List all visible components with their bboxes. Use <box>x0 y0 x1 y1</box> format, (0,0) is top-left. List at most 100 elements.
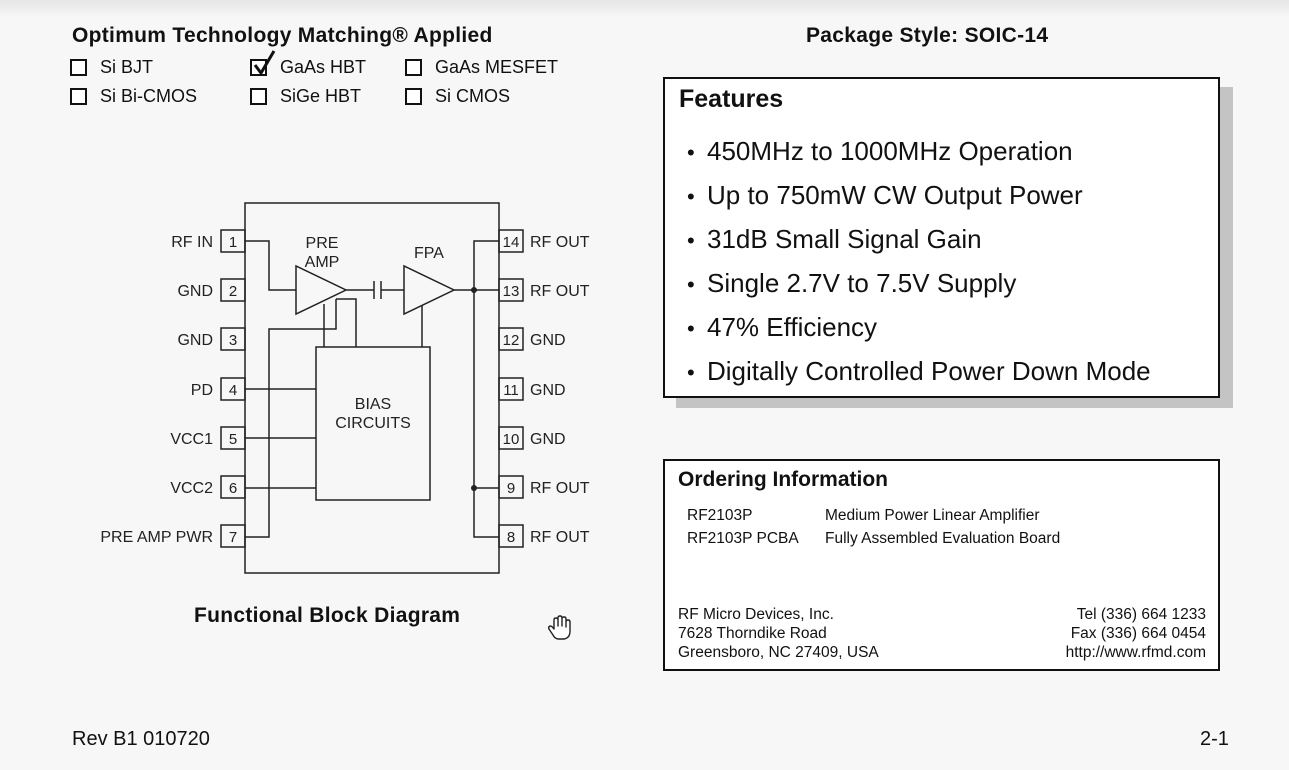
bias-label-line-2: CIRCUITS <box>335 415 411 432</box>
pin-name-6: VCC2 <box>170 480 213 497</box>
bias-circuits-block <box>315 346 431 501</box>
part-description: Fully Assembled Evaluation Board <box>825 530 1061 547</box>
pin-box-8 <box>498 524 524 548</box>
checkbox-box[interactable] <box>70 59 87 76</box>
pin-box-6 <box>220 475 246 499</box>
pin-box-7 <box>220 524 246 548</box>
revision-label: Rev B1 010720 <box>72 728 210 750</box>
rf-in-wire <box>245 240 296 291</box>
preamp-label-line-1: PRE <box>306 235 339 252</box>
functional-block-diagram: 1 2 3 4 5 6 7 14 13 12 11 10 9 8 RF IN G… <box>100 202 590 574</box>
feature-text: Single 2.7V to 7.5V Supply <box>707 268 1017 298</box>
pin-name-3: GND <box>177 332 213 349</box>
pin-name-7: PRE AMP PWR <box>100 529 213 546</box>
page-number: 2-1 <box>1200 728 1229 750</box>
city-address: Greensboro, NC 27409, USA <box>678 644 879 661</box>
feature-item: •47% Efficiency <box>687 312 878 342</box>
company-address: RF Micro Devices, Inc. 7628 Thorndike Ro… <box>678 605 879 662</box>
diagram-caption: Functional Block Diagram <box>194 604 461 627</box>
part-number: RF2103P <box>687 507 753 524</box>
pin-box-11 <box>498 377 524 401</box>
pin-name-8: RF OUT <box>530 529 590 546</box>
website-link[interactable]: http://www.rfmd.com <box>1065 644 1206 661</box>
feature-item: •450MHz to 1000MHz Operation <box>687 136 1073 166</box>
pin-name-1: RF IN <box>171 234 213 251</box>
feature-text: 47% Efficiency <box>707 312 878 342</box>
checkmark-icon <box>253 50 276 76</box>
ordering-info-box: Ordering Information RF2103P Medium Power… <box>663 459 1220 671</box>
pin-number-2: 2 <box>229 283 237 300</box>
ordering-row: RF2103P PCBA Fully Assembled Evaluation B… <box>687 530 1060 548</box>
street-address: 7628 Thorndike Road <box>678 625 827 642</box>
package-style-title: Package Style: SOIC-14 <box>806 24 1049 47</box>
tech-checkbox-si-bjt[interactable]: Si BJT <box>70 57 153 78</box>
pin-number-11: 11 <box>503 382 519 399</box>
pin-name-14: RF OUT <box>530 234 590 251</box>
preamp-pwr-wire <box>245 299 337 538</box>
tech-checkbox-gaas-hbt[interactable]: GaAs HBT <box>250 50 367 78</box>
preamp-label-line-2: AMP <box>305 254 340 271</box>
tech-label: GaAs MESFET <box>435 57 559 77</box>
feature-text: Digitally Controlled Power Down Mode <box>707 356 1151 386</box>
pin-name-12: GND <box>530 332 566 349</box>
pin-name-11: GND <box>530 382 566 399</box>
pin-number-13: 13 <box>503 283 520 300</box>
checkbox-box[interactable] <box>70 88 87 105</box>
company-contact: Tel (336) 664 1233 Fax (336) 664 0454 ht… <box>1066 605 1206 662</box>
checkbox-box[interactable] <box>250 88 267 105</box>
features-list: •450MHz to 1000MHz Operation •Up to 750m… <box>687 131 1151 395</box>
pin-name-9: RF OUT <box>530 480 590 497</box>
fax: Fax (336) 664 0454 <box>1070 625 1206 642</box>
pin-name-5: VCC1 <box>170 431 213 448</box>
company-name: RF Micro Devices, Inc. <box>678 606 834 623</box>
top-shade <box>0 0 1289 18</box>
otm-title: Optimum Technology Matching® Applied <box>72 24 493 47</box>
rf-out-bus <box>473 290 499 538</box>
pin-name-4: PD <box>191 382 213 399</box>
part-description: Medium Power Linear Amplifier <box>825 507 1040 524</box>
tech-checkbox-gaas-mesfet[interactable]: GaAs MESFET <box>405 57 558 78</box>
pin-number-3: 3 <box>229 332 237 349</box>
feature-item: •Digitally Controlled Power Down Mode <box>687 356 1151 386</box>
pin-box-10 <box>498 426 524 450</box>
pin-number-12: 12 <box>503 332 520 349</box>
pin-box-12 <box>498 327 524 351</box>
pin-box-9 <box>498 475 524 499</box>
preamp-supply-wire <box>336 298 357 347</box>
pin-number-5: 5 <box>229 431 237 448</box>
feature-item: •Single 2.7V to 7.5V Supply <box>687 268 1017 298</box>
junction-dot <box>471 287 477 293</box>
checkbox-box[interactable] <box>250 50 276 76</box>
pin-number-7: 7 <box>229 529 237 546</box>
tech-label: GaAs HBT <box>280 57 367 77</box>
preamp-triangle <box>295 264 348 316</box>
tech-checkbox-si-bicmos[interactable]: Si Bi-CMOS <box>70 86 197 107</box>
checkbox-box[interactable] <box>405 59 422 76</box>
ordering-title: Ordering Information <box>678 468 888 491</box>
bias-label-line-1: BIAS <box>355 396 391 413</box>
feature-item: •31dB Small Signal Gain <box>687 224 982 254</box>
pin-number-9: 9 <box>507 480 515 497</box>
tech-checkbox-sige-hbt[interactable]: SiGe HBT <box>250 86 361 107</box>
tech-label: Si Bi-CMOS <box>100 86 198 106</box>
part-number: RF2103P PCBA <box>687 530 799 547</box>
ic-package-outline <box>244 202 500 574</box>
pin-name-13: RF OUT <box>530 283 590 300</box>
pin-number-1: 1 <box>229 234 237 251</box>
pin-box-3 <box>220 327 246 351</box>
feature-text: Up to 750mW CW Output Power <box>707 180 1083 210</box>
pin-name-10: GND <box>530 431 566 448</box>
pin-name-2: GND <box>177 283 213 300</box>
feature-text: 450MHz to 1000MHz Operation <box>707 136 1073 166</box>
junction-dot <box>471 485 477 491</box>
features-box: Features •450MHz to 1000MHz Operation •U… <box>663 77 1220 398</box>
pin-14-wire <box>473 240 499 290</box>
tech-label: Si BJT <box>100 57 154 77</box>
fpa-triangle <box>403 264 456 316</box>
pin-number-8: 8 <box>507 529 515 546</box>
tech-label: SiGe HBT <box>280 86 362 106</box>
tech-checkbox-si-cmos[interactable]: Si CMOS <box>405 86 510 107</box>
ordering-row: RF2103P Medium Power Linear Amplifier <box>687 507 1040 525</box>
pin-box-2 <box>220 278 246 302</box>
checkbox-box[interactable] <box>405 88 422 105</box>
